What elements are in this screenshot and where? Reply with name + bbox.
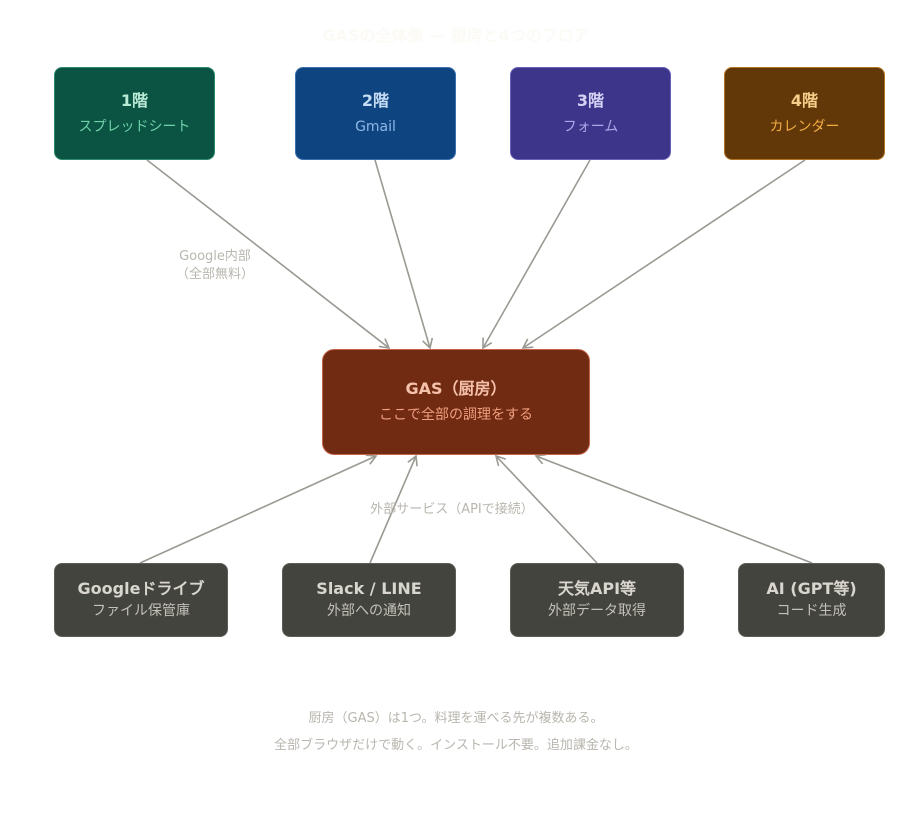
- floor-2-title: 2階: [361, 90, 390, 110]
- external-drive-box[interactable]: Googleドライブ ファイル保管庫: [54, 563, 228, 637]
- footer-note: 厨房（GAS）は1つ。料理を運べる先が複数ある。 全部ブラウザだけで動く。インス…: [0, 705, 912, 759]
- floor-4-box[interactable]: 4階 カレンダー: [724, 67, 885, 160]
- floor-3-subtitle: フォーム: [562, 118, 619, 135]
- external-slack-subtitle: 外部への通知: [327, 603, 411, 619]
- gas-title: GAS（厨房）: [405, 379, 507, 398]
- arrow-floor1-to-gas: [146, 159, 391, 350]
- external-drive-title: Googleドライブ: [77, 579, 205, 598]
- floor-4-title: 4階: [790, 90, 819, 110]
- external-weather-title: 天気API等: [557, 579, 637, 598]
- external-ai-title: AI (GPT等): [766, 579, 857, 598]
- external-weather-box[interactable]: 天気API等 外部データ取得: [510, 563, 684, 637]
- footer-line-2: 全部ブラウザだけで動く。インストール不要。追加課金なし。: [274, 738, 638, 753]
- arrow-floor3-to-gas: [482, 159, 591, 350]
- external-ai-box[interactable]: AI (GPT等) コード生成: [738, 563, 885, 637]
- floor-2-box[interactable]: 2階 Gmail: [295, 67, 456, 160]
- floor-1-title: 1階: [120, 90, 149, 110]
- gas-subtitle: ここで全部の調理をする: [379, 407, 533, 423]
- floor-1-subtitle: スプレッドシート: [78, 118, 191, 135]
- external-weather-subtitle: 外部データ取得: [548, 603, 646, 619]
- external-ai-subtitle: コード生成: [776, 603, 847, 619]
- internal-label-line1: Google内部: [179, 249, 251, 264]
- floor-2-subtitle: Gmail: [355, 118, 396, 135]
- arrow-floor2-to-gas: [374, 159, 434, 350]
- arrow-weather-to-gas: [494, 454, 598, 564]
- floor-3-box[interactable]: 3階 フォーム: [510, 67, 671, 160]
- floor-3-title: 3階: [576, 90, 605, 110]
- floor-4-subtitle: カレンダー: [769, 118, 840, 135]
- floor-1-box[interactable]: 1階 スプレッドシート: [54, 67, 215, 160]
- arrow-ai-to-gas: [534, 453, 813, 564]
- arrow-floor4-to-gas: [521, 159, 806, 349]
- internal-label-line2: （全部無料）: [175, 267, 254, 282]
- external-drive-subtitle: ファイル保管庫: [92, 603, 190, 619]
- gas-kitchen-box[interactable]: GAS（厨房） ここで全部の調理をする: [322, 349, 590, 455]
- arrow-drive-to-gas: [139, 454, 378, 564]
- external-label: 外部サービス（APIで接続）: [370, 502, 534, 517]
- external-slack-title: Slack / LINE: [316, 579, 422, 598]
- diagram-title: GASの全体像 — 厨房と4つのフロア: [322, 26, 590, 45]
- external-slack-box[interactable]: Slack / LINE 外部への通知: [282, 563, 456, 637]
- footer-line-1: 厨房（GAS）は1つ。料理を運べる先が複数ある。: [308, 711, 604, 726]
- internal-label: Google内部 （全部無料）: [160, 248, 270, 284]
- arrow-slack-to-gas: [369, 454, 418, 564]
